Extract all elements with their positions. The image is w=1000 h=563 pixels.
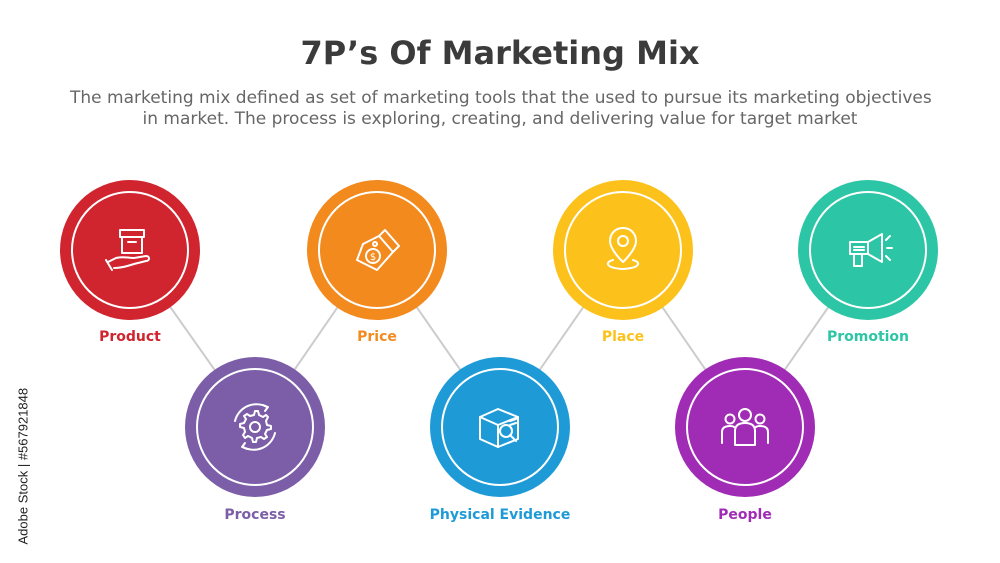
subtitle-line-1: The marketing mix defined as set of mark… bbox=[70, 88, 932, 108]
promotion-label: Promotion bbox=[826, 329, 910, 345]
price-tag-icon: $ bbox=[356, 229, 400, 271]
gear-cycle-icon bbox=[234, 403, 276, 451]
watermark-text: Adobe Stock | #567921848 bbox=[15, 387, 31, 545]
promotion-circle bbox=[798, 180, 938, 320]
box-in-hand-icon bbox=[105, 229, 150, 271]
page-subtitle: The marketing mix defined as set of mark… bbox=[70, 88, 932, 130]
product-label: Product bbox=[99, 329, 161, 345]
box-magnifier-icon bbox=[479, 408, 519, 448]
group-people-icon bbox=[721, 408, 769, 446]
process-circle bbox=[185, 357, 325, 497]
location-pin-icon bbox=[606, 227, 640, 270]
subtitle-line-2: in market. The process is exploring, cre… bbox=[142, 109, 858, 129]
people-label: People bbox=[718, 507, 772, 523]
place-label: Place bbox=[601, 329, 645, 345]
physical-evidence-circle bbox=[430, 357, 570, 497]
megaphone-icon bbox=[849, 233, 893, 267]
stock-watermark: Adobe Stock | #567921848 bbox=[10, 320, 36, 550]
price-label: Price bbox=[357, 329, 397, 345]
people-circle bbox=[675, 357, 815, 497]
physical-evidence-label: Physical Evidence bbox=[429, 507, 571, 523]
process-label: Process bbox=[224, 507, 286, 523]
product-circle bbox=[60, 180, 200, 320]
place-circle bbox=[553, 180, 693, 320]
price-circle: $ bbox=[307, 180, 447, 320]
page-title: 7P’s Of Marketing Mix bbox=[300, 34, 700, 72]
svg-text:$: $ bbox=[370, 252, 376, 263]
